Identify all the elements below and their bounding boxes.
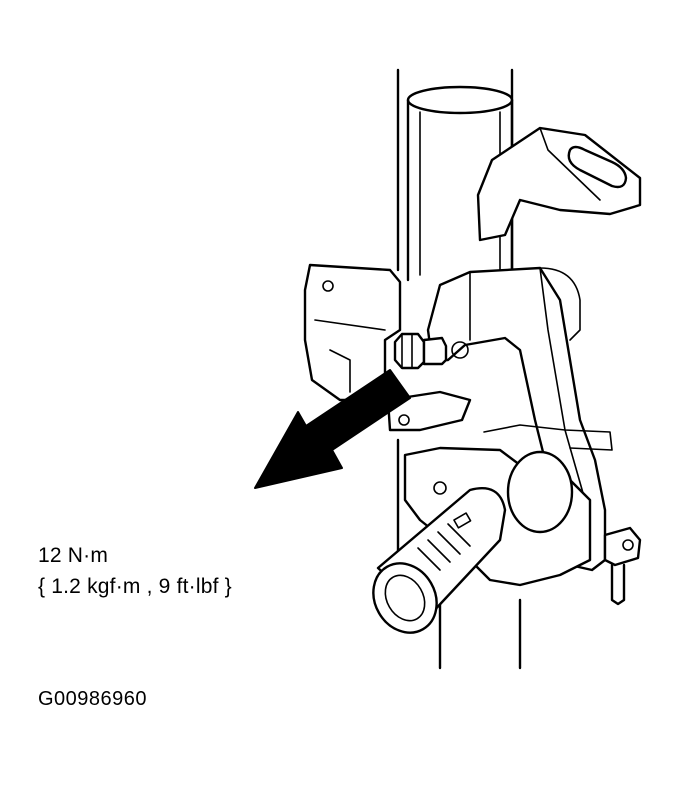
shaft-top [406, 85, 514, 115]
torque-value: 12 N·m [38, 544, 109, 567]
bolt-icon [393, 332, 469, 370]
figure-id: G00986960 [38, 688, 148, 710]
callout-arrow-icon [254, 369, 411, 489]
torque-specification: 12 N·m { 1.2 kgf·m , 9 ft·lbf } [38, 540, 232, 602]
bracket-slot [567, 145, 628, 189]
torque-conversion: { 1.2 kgf·m , 9 ft·lbf } [38, 575, 232, 598]
